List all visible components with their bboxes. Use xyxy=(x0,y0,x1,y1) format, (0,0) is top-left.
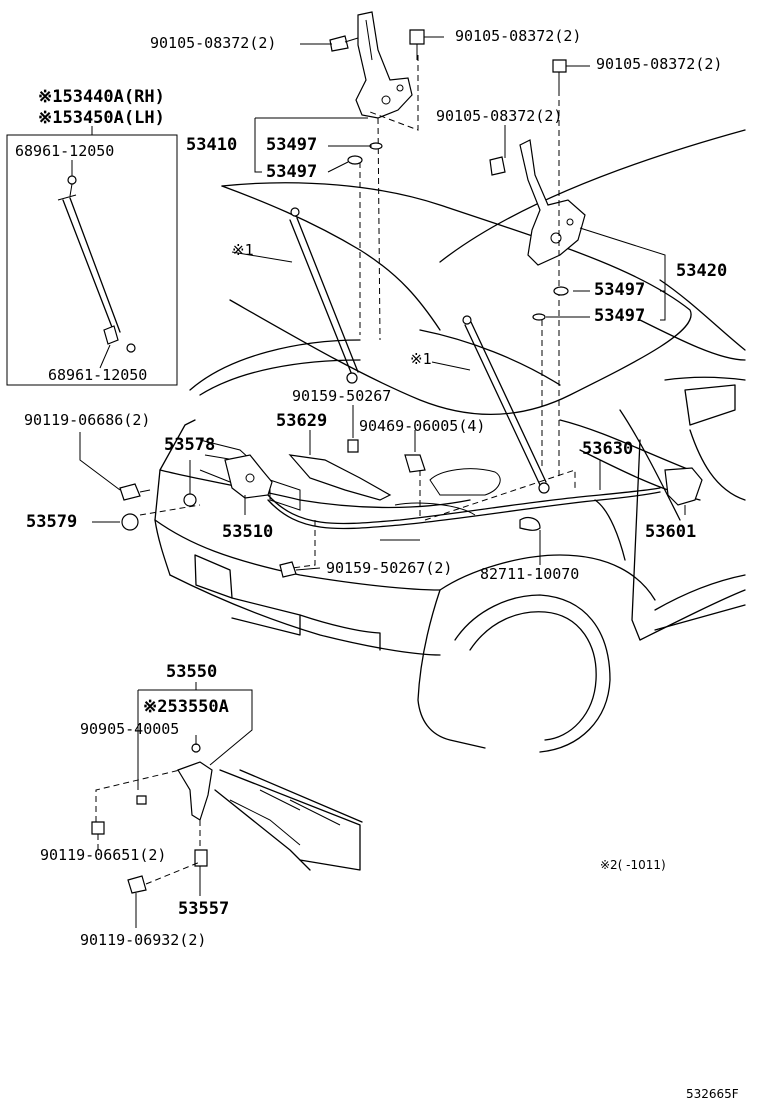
label-clip-90469-06005: 90469-06005(4) xyxy=(359,417,486,435)
hood-lock-and-cable xyxy=(119,439,703,578)
drawing-code: 532665F xyxy=(686,1087,739,1101)
label-cushion-53497-1: 53497 xyxy=(266,135,318,155)
label-end-fitting-top: 68961-12050 xyxy=(15,142,115,160)
label-screw-90119-06686: 90119-06686(2) xyxy=(24,411,151,429)
hood-struts xyxy=(289,207,550,494)
label-bolt-90105-d: 90105-08372(2) xyxy=(436,107,563,125)
leader-lines xyxy=(71,36,686,928)
label-bolt-90105-a: 90105-08372(2) xyxy=(150,34,277,52)
lower-lock-assembly xyxy=(91,743,363,894)
label-clip-90159-50267: 90159-50267 xyxy=(292,387,392,405)
label-bolt-90119-06651: 90119-06651(2) xyxy=(40,846,167,864)
label-hinge-53410: 53410 xyxy=(186,135,238,155)
label-end-fitting-bottom: 68961-12050 xyxy=(48,366,148,384)
label-part-53557: 53557 xyxy=(178,899,230,919)
label-clip-82711-10070: 82711-10070 xyxy=(480,565,580,583)
label-part-53629: 53629 xyxy=(276,411,328,431)
hood-support-box xyxy=(6,134,178,386)
label-part-53578: 53578 xyxy=(164,435,216,455)
label-cushion-53497-2: 53497 xyxy=(266,162,318,182)
label-bolt-90105-b: 90105-08372(2) xyxy=(455,27,582,45)
label-support-rh: ※153440A(RH) xyxy=(38,87,165,107)
label-part-53550a: ※253550A xyxy=(143,697,229,717)
vehicle-body-outline xyxy=(154,129,746,753)
label-bolt-90119-06932: 90119-06932(2) xyxy=(80,931,207,949)
label-part-53579: 53579 xyxy=(26,512,78,532)
label-part-53550: 53550 xyxy=(166,662,218,682)
label-part-53601: 53601 xyxy=(645,522,697,542)
label-ref-1-a: ※1 xyxy=(232,241,254,259)
hinge-right-53420 xyxy=(489,59,586,480)
label-part-53510: 53510 xyxy=(222,522,274,542)
label-part-53630: 53630 xyxy=(582,439,634,459)
label-bolt-90905-40005: 90905-40005 xyxy=(80,720,180,738)
hinge-left-53410 xyxy=(329,11,425,341)
label-bolt-90105-c: 90105-08372(2) xyxy=(596,55,723,73)
label-cushion-53497-3: 53497 xyxy=(594,280,646,300)
label-ref-1-b: ※1 xyxy=(410,350,432,368)
label-cushion-53497-4: 53497 xyxy=(594,306,646,326)
label-hinge-53420: 53420 xyxy=(676,261,728,281)
footnote-ref-2: ※2( -1011) xyxy=(600,858,666,872)
label-support-lh: ※153450A(LH) xyxy=(38,108,165,128)
label-clip-90159-50267-2: 90159-50267(2) xyxy=(326,559,453,577)
